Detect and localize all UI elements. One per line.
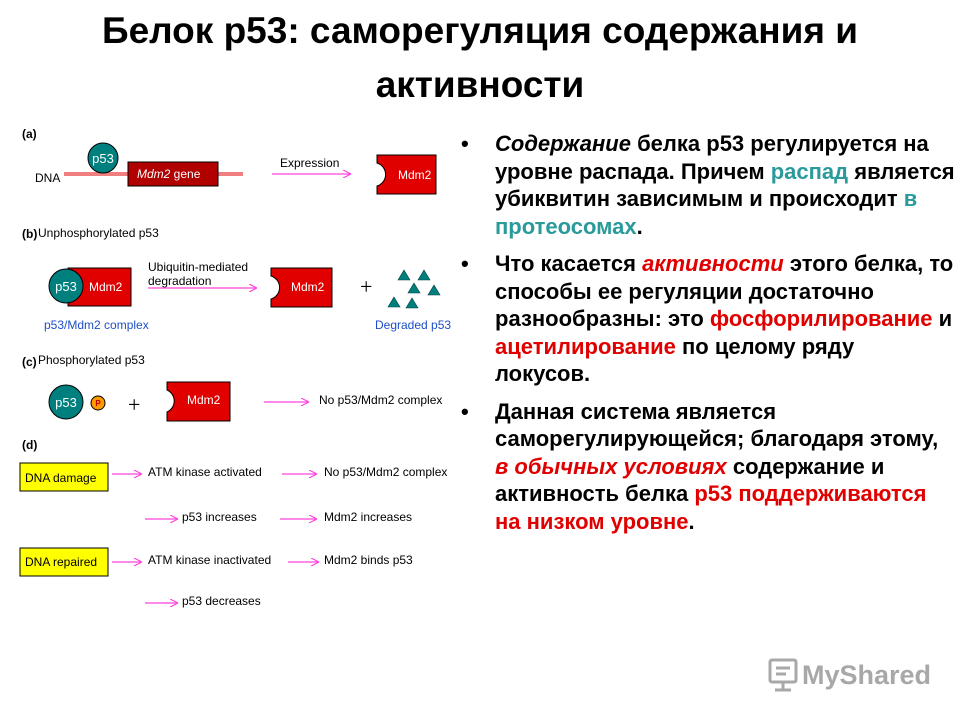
- slide-title: Белок p53: саморегуляция содержания и ак…: [101, 10, 858, 105]
- p53-increases-label: p53 increases: [182, 510, 257, 524]
- text-run: этого белка, то способы ее регуляции дос…: [495, 251, 954, 331]
- text-run: .: [688, 508, 695, 534]
- mdm2-protein-c: [166, 381, 231, 422]
- phosphate-label: P: [95, 399, 101, 408]
- p53-label-c: p53: [55, 395, 77, 410]
- mdm2-protein-b: [270, 267, 333, 308]
- mdm2-gene-label: Mdm2 gene: [137, 167, 201, 181]
- text-run: Что касается: [495, 251, 643, 276]
- panel-a: (a) DNA Mdm2 gene p53 Expression Mdm2: [22, 127, 437, 195]
- mdm2-label-b: Mdm2: [89, 280, 123, 294]
- bullet-marker: •: [461, 131, 469, 156]
- mdm2-binds-label: Mdm2 binds p53: [324, 553, 413, 567]
- dna-damage-label: DNA damage: [25, 471, 97, 485]
- text-run: в обычных условиях: [495, 453, 727, 479]
- fragment-4: [427, 284, 441, 296]
- p53-circle-b: [48, 268, 84, 304]
- p53-decreases-label: p53 decreases: [182, 594, 261, 608]
- text-run: и: [932, 306, 953, 331]
- bullet-text: Что касается активности этого белка, то …: [495, 251, 953, 386]
- degraded-label: Degraded p53: [375, 318, 451, 332]
- mdm2-protein-a: [376, 154, 437, 195]
- dna-repaired-box: [19, 547, 109, 577]
- degraded-fragments: [387, 269, 441, 309]
- degradation-label-2: degradation: [148, 274, 211, 288]
- text-run: p53 поддерживаются на низком уровне: [495, 481, 927, 534]
- bullet-text: Содержание белка p53 регулируется на уро…: [495, 131, 955, 239]
- no-complex-label-d: No p53/Mdm2 complex: [324, 465, 447, 479]
- bullet-marker: •: [461, 398, 469, 424]
- text-run: распад: [770, 158, 849, 184]
- myshared-watermark: MyShared: [768, 658, 931, 692]
- watermark-text: MyShared: [802, 660, 931, 690]
- fragment-5: [387, 296, 401, 308]
- mdm2-label-b2: Mdm2: [291, 280, 325, 294]
- text-run: Содержание: [495, 131, 631, 156]
- atm-inactivated-label: ATM kinase inactivated: [148, 553, 271, 567]
- fragment-3: [407, 282, 421, 294]
- atm-activated-label: ATM kinase activated: [148, 465, 262, 479]
- panel-b-caption: Unphosphorylated p53: [38, 226, 159, 240]
- bullet-text: Данная система является саморегулирующей…: [495, 399, 938, 534]
- text-run: активности: [642, 251, 784, 276]
- text-run: является убиквитин зависимым и происходи…: [495, 158, 955, 212]
- complex-label: p53/Mdm2 complex: [44, 318, 149, 332]
- panel-d: (d) DNA damage ATM kinase activated No p…: [19, 438, 447, 608]
- fragment-2: [417, 269, 431, 281]
- p53-label-b: p53: [55, 279, 77, 294]
- text-run: фосфорилирование: [709, 306, 933, 331]
- mdm2-increases-label: Mdm2 increases: [324, 510, 412, 524]
- p53-circle-a: [87, 142, 119, 174]
- panel-c: (c) Phosphorylated p53 p53 P + Mdm2 No p…: [22, 353, 442, 422]
- bullet-item: • Что касается активности этого белка, то…: [455, 250, 955, 388]
- text-run: белка p53 регулируется на уровне распада…: [495, 131, 929, 184]
- no-complex-label-c: No p53/Mdm2 complex: [319, 393, 442, 407]
- mdm2-gene-box: [127, 161, 219, 187]
- presentation-icon: [768, 658, 798, 692]
- fragment-1: [397, 269, 411, 281]
- panel-b: (b) Unphosphorylated p53 Mdm2 p53 p53/Md…: [22, 226, 451, 332]
- panel-b-tag: (b): [22, 227, 37, 241]
- phosphate-circle: [90, 395, 106, 411]
- text-run: .: [636, 213, 643, 239]
- panel-c-tag: (c): [22, 355, 37, 369]
- p53-label-a: p53: [92, 151, 114, 166]
- dna-label: DNA: [35, 171, 60, 185]
- bullet-list: • Содержание белка p53 регулируется на ур…: [455, 130, 955, 545]
- p53-circle-c: [48, 384, 84, 420]
- bullet-item: • Содержание белка p53 регулируется на ур…: [455, 130, 955, 240]
- panel-c-caption: Phosphorylated p53: [38, 353, 145, 367]
- expression-label: Expression: [280, 156, 339, 170]
- degradation-label-1: Ubiquitin-mediated: [148, 260, 248, 274]
- bullet-marker: •: [461, 251, 469, 276]
- bullet-item: • Данная система является саморегулирующе…: [455, 398, 955, 536]
- text-run: ацетилирование: [495, 333, 676, 359]
- panel-a-tag: (a): [22, 127, 37, 141]
- plus-b: +: [360, 274, 372, 299]
- p53-regulation-diagram: (a) DNA Mdm2 gene p53 Expression Mdm2 (b…: [19, 127, 451, 608]
- text-run: содержание и активность белка: [495, 453, 885, 507]
- plus-c: +: [128, 392, 140, 417]
- text-run: Данная система является саморегулирующей…: [495, 398, 939, 452]
- text-run: по целому ряду локусов.: [495, 333, 855, 387]
- fragment-6: [405, 297, 419, 309]
- mdm2-label-a: Mdm2: [398, 168, 432, 182]
- mdm2-label-c: Mdm2: [187, 393, 221, 407]
- panel-d-tag: (d): [22, 438, 37, 452]
- dna-damage-box: [19, 462, 109, 492]
- dna-repaired-label: DNA repaired: [25, 555, 97, 569]
- text-run: в протеосомах: [495, 186, 918, 239]
